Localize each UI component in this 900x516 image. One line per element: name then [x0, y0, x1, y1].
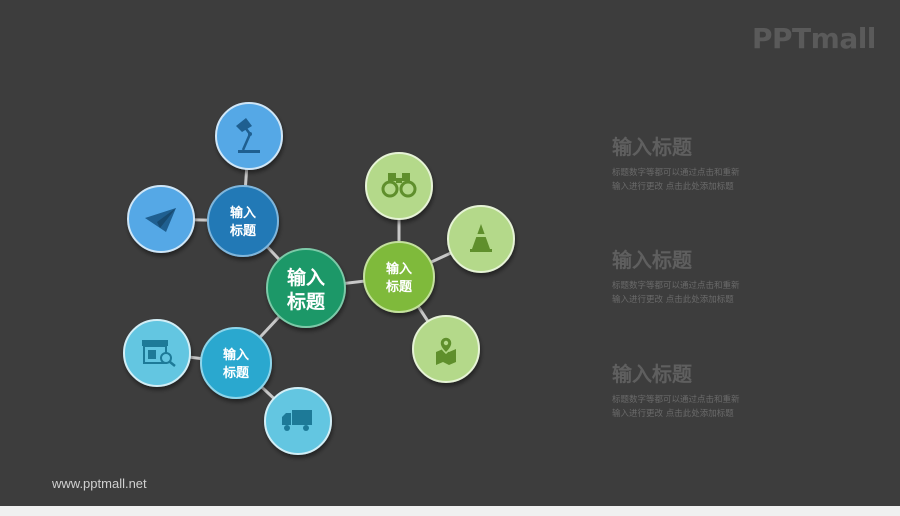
text-block-title: 输入标题 [612, 248, 692, 272]
text-block-line: 输入进行更改 点击此处添加标题 [612, 182, 734, 192]
text-block-title: 输入标题 [612, 135, 692, 159]
hub-green-label-line1: 输入 [386, 261, 412, 277]
center-node: 输入 标题 [266, 248, 346, 328]
text-block-2: 输入标题 标题数字等都可以通过点击和重新 输入进行更改 点击此处添加标题 [612, 247, 812, 307]
text-block-line: 标题数字等都可以通过点击和重新 [612, 281, 740, 291]
map-pin-icon [436, 336, 456, 365]
text-block-line: 标题数字等都可以通过点击和重新 [612, 395, 740, 405]
leaf-shop-search [123, 319, 191, 387]
hub-green-label-line2: 标题 [385, 279, 413, 295]
hub-dark-blue-label-line1: 输入 [230, 205, 256, 221]
hub-cyan-label-line2: 标题 [222, 365, 250, 381]
text-block-line: 输入进行更改 点击此处添加标题 [612, 409, 734, 419]
leaf-desk-lamp [215, 102, 283, 170]
text-block-line: 输入进行更改 点击此处添加标题 [612, 295, 734, 305]
text-block-title: 输入标题 [612, 362, 692, 386]
bottom-strip [0, 506, 900, 516]
traffic-cone-icon [470, 224, 492, 252]
paper-plane-icon [145, 208, 176, 232]
text-block-3: 输入标题 标题数字等都可以通过点击和重新 输入进行更改 点击此处添加标题 [612, 361, 812, 421]
hub-cyan: 输入 标题 [200, 327, 272, 399]
hub-dark-blue-label-line2: 标题 [229, 223, 257, 239]
center-label-line1: 输入 [287, 266, 325, 289]
leaf-map-pin [412, 315, 480, 383]
hub-green: 输入 标题 [363, 241, 435, 313]
leaf-truck [264, 387, 332, 455]
desk-lamp-icon [236, 118, 260, 153]
leaf-paper-plane [127, 185, 195, 253]
shop-search-icon [142, 340, 176, 367]
text-block-1: 输入标题 标题数字等都可以通过点击和重新 输入进行更改 点击此处添加标题 [612, 134, 812, 194]
binoculars-icon [381, 173, 417, 198]
center-label-line2: 标题 [287, 291, 325, 313]
leaf-traffic-cone [447, 205, 515, 273]
pptmall-logo: PPTmall [752, 22, 876, 55]
truck-icon [282, 410, 312, 431]
website-url[interactable]: www.pptmall.net [52, 476, 147, 491]
hub-dark-blue: 输入 标题 [207, 185, 279, 257]
text-block-line: 标题数字等都可以通过点击和重新 [612, 168, 740, 178]
leaf-binoculars [365, 152, 433, 220]
hub-cyan-label-line1: 输入 [223, 347, 249, 363]
